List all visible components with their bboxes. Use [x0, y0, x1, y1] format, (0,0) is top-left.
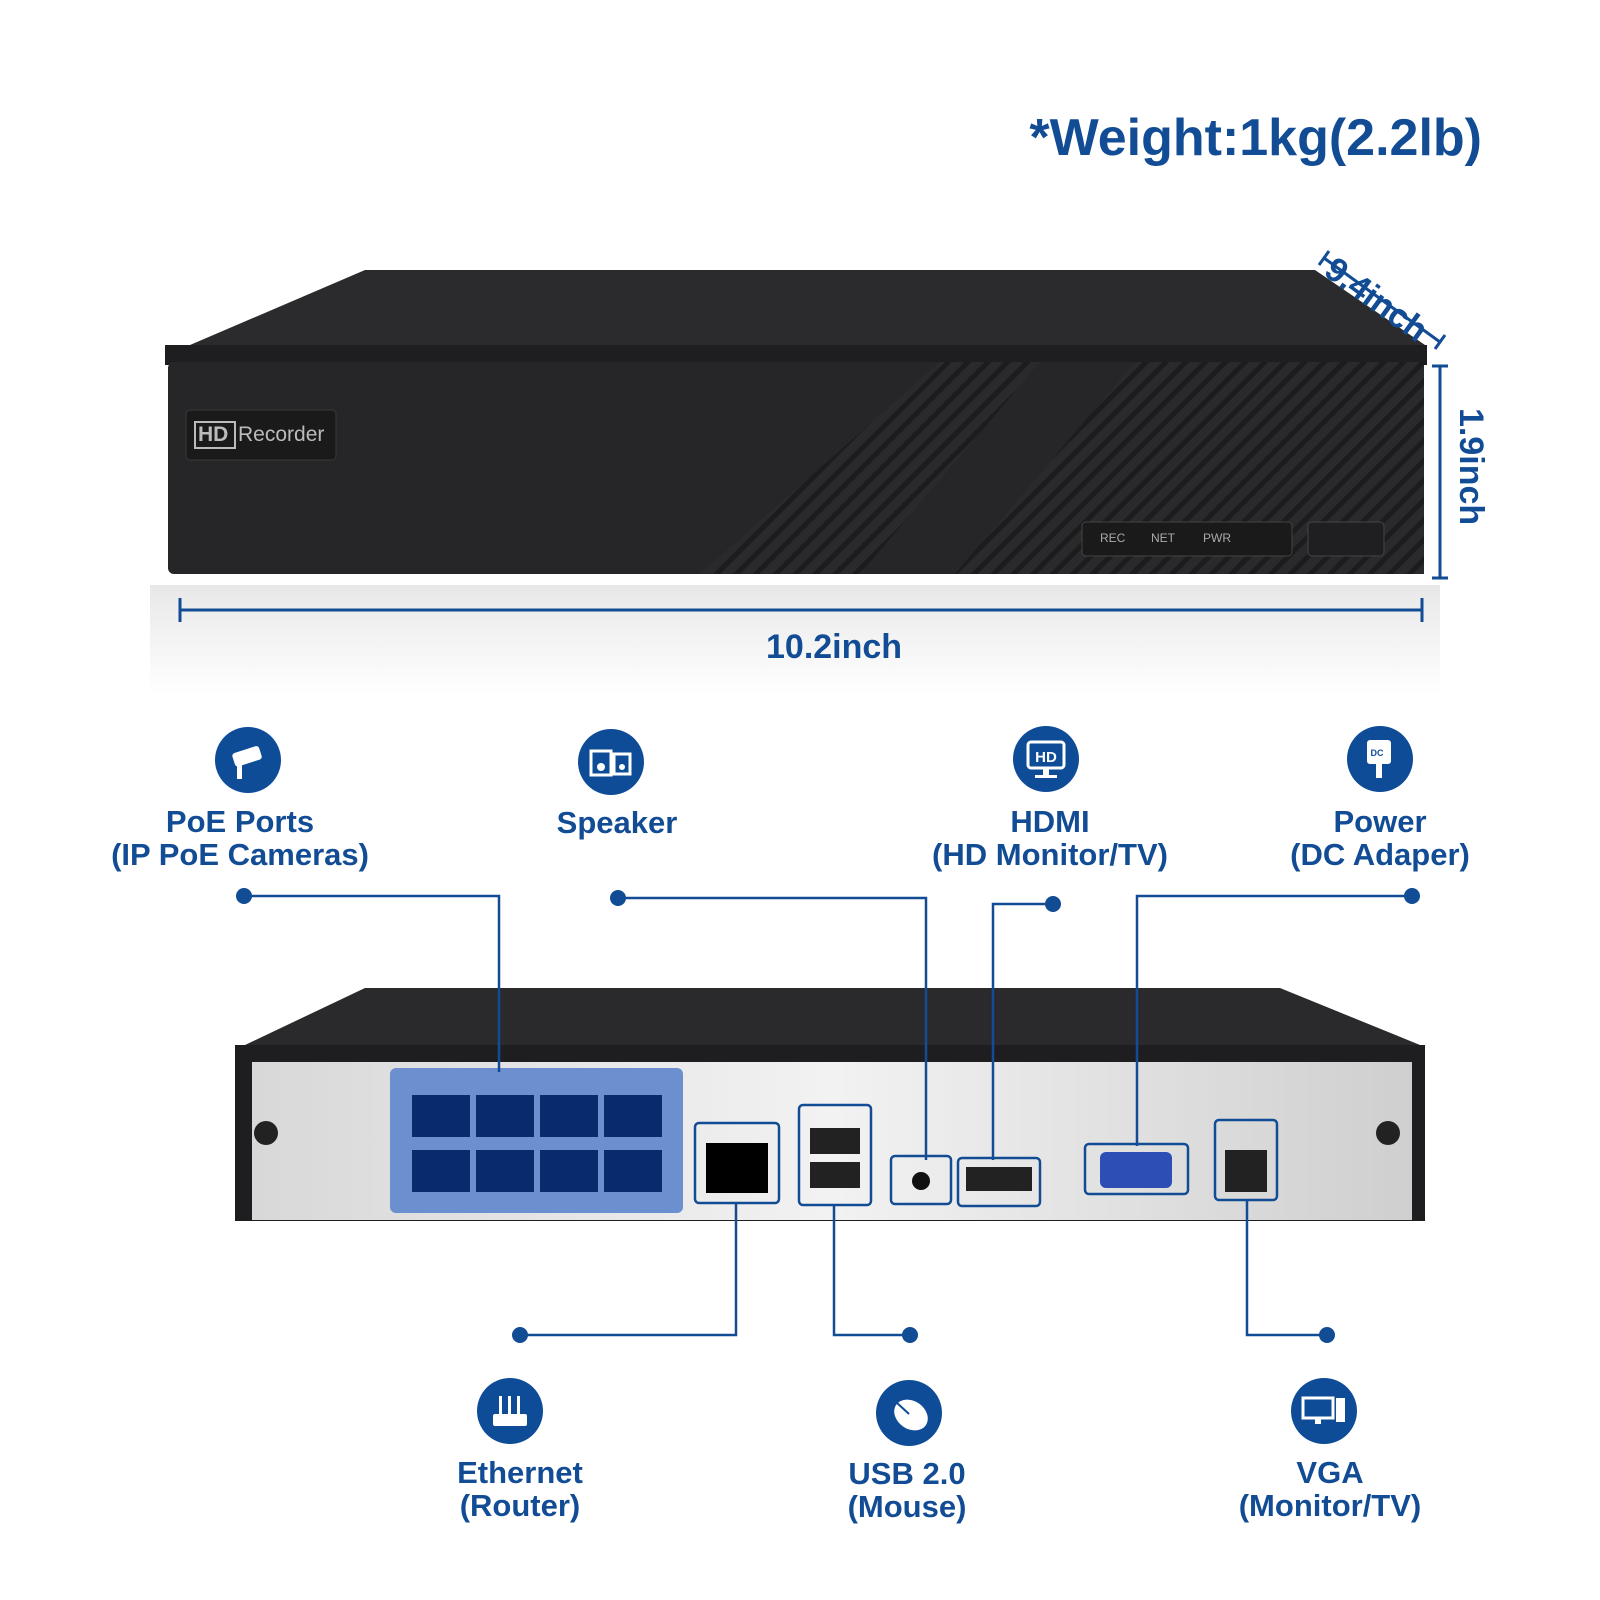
cctv-camera-icon [215, 727, 281, 793]
front-stripes [700, 362, 1424, 574]
label-poe-ports: PoE Ports(IP PoE Cameras) [111, 804, 369, 872]
svg-text:DC: DC [1371, 748, 1384, 758]
audio-port [889, 1154, 953, 1206]
label-ethernet: Ethernet(Router) [457, 1455, 583, 1523]
indicator-rec: REC [1100, 531, 1126, 545]
rear-device-top [245, 988, 1420, 1045]
dc-plug-icon: DC [1347, 726, 1413, 792]
width-dimension: 10.2inch [766, 628, 903, 666]
leader-lines [244, 894, 1412, 1337]
front-device-top [190, 270, 1425, 345]
label-speaker: Speaker [556, 805, 678, 840]
indicator-pwr: PWR [1203, 531, 1231, 545]
hd-monitor-icon: HD [1013, 726, 1079, 792]
front-button [1307, 521, 1385, 557]
router-icon [477, 1378, 543, 1444]
label-hdmi: HDMI(HD Monitor/TV) [932, 804, 1168, 872]
indicator-net: NET [1151, 531, 1175, 545]
device-shadow [150, 585, 1440, 695]
poe-ports [412, 1095, 662, 1192]
label-vga: VGA(Monitor/TV) [1238, 1455, 1422, 1523]
dimension-lines [178, 250, 1448, 622]
svg-text:HD: HD [1035, 749, 1057, 766]
brand-badge-hd: HD [198, 423, 229, 446]
weight-label: *Weight:1kg(2.2lb) [1029, 109, 1482, 167]
leader-dots [236, 888, 1420, 1343]
brand-text: Recorder [238, 423, 325, 446]
speaker-icon [578, 729, 644, 795]
hdmi-port [956, 1156, 1042, 1208]
height-dimension: 1.9inch [1452, 408, 1490, 526]
label-power: Power(DC Adaper) [1290, 804, 1470, 872]
mouse-icon [876, 1380, 942, 1446]
monitor-icon [1291, 1378, 1357, 1444]
label-usb: USB 2.0(Mouse) [847, 1456, 967, 1524]
